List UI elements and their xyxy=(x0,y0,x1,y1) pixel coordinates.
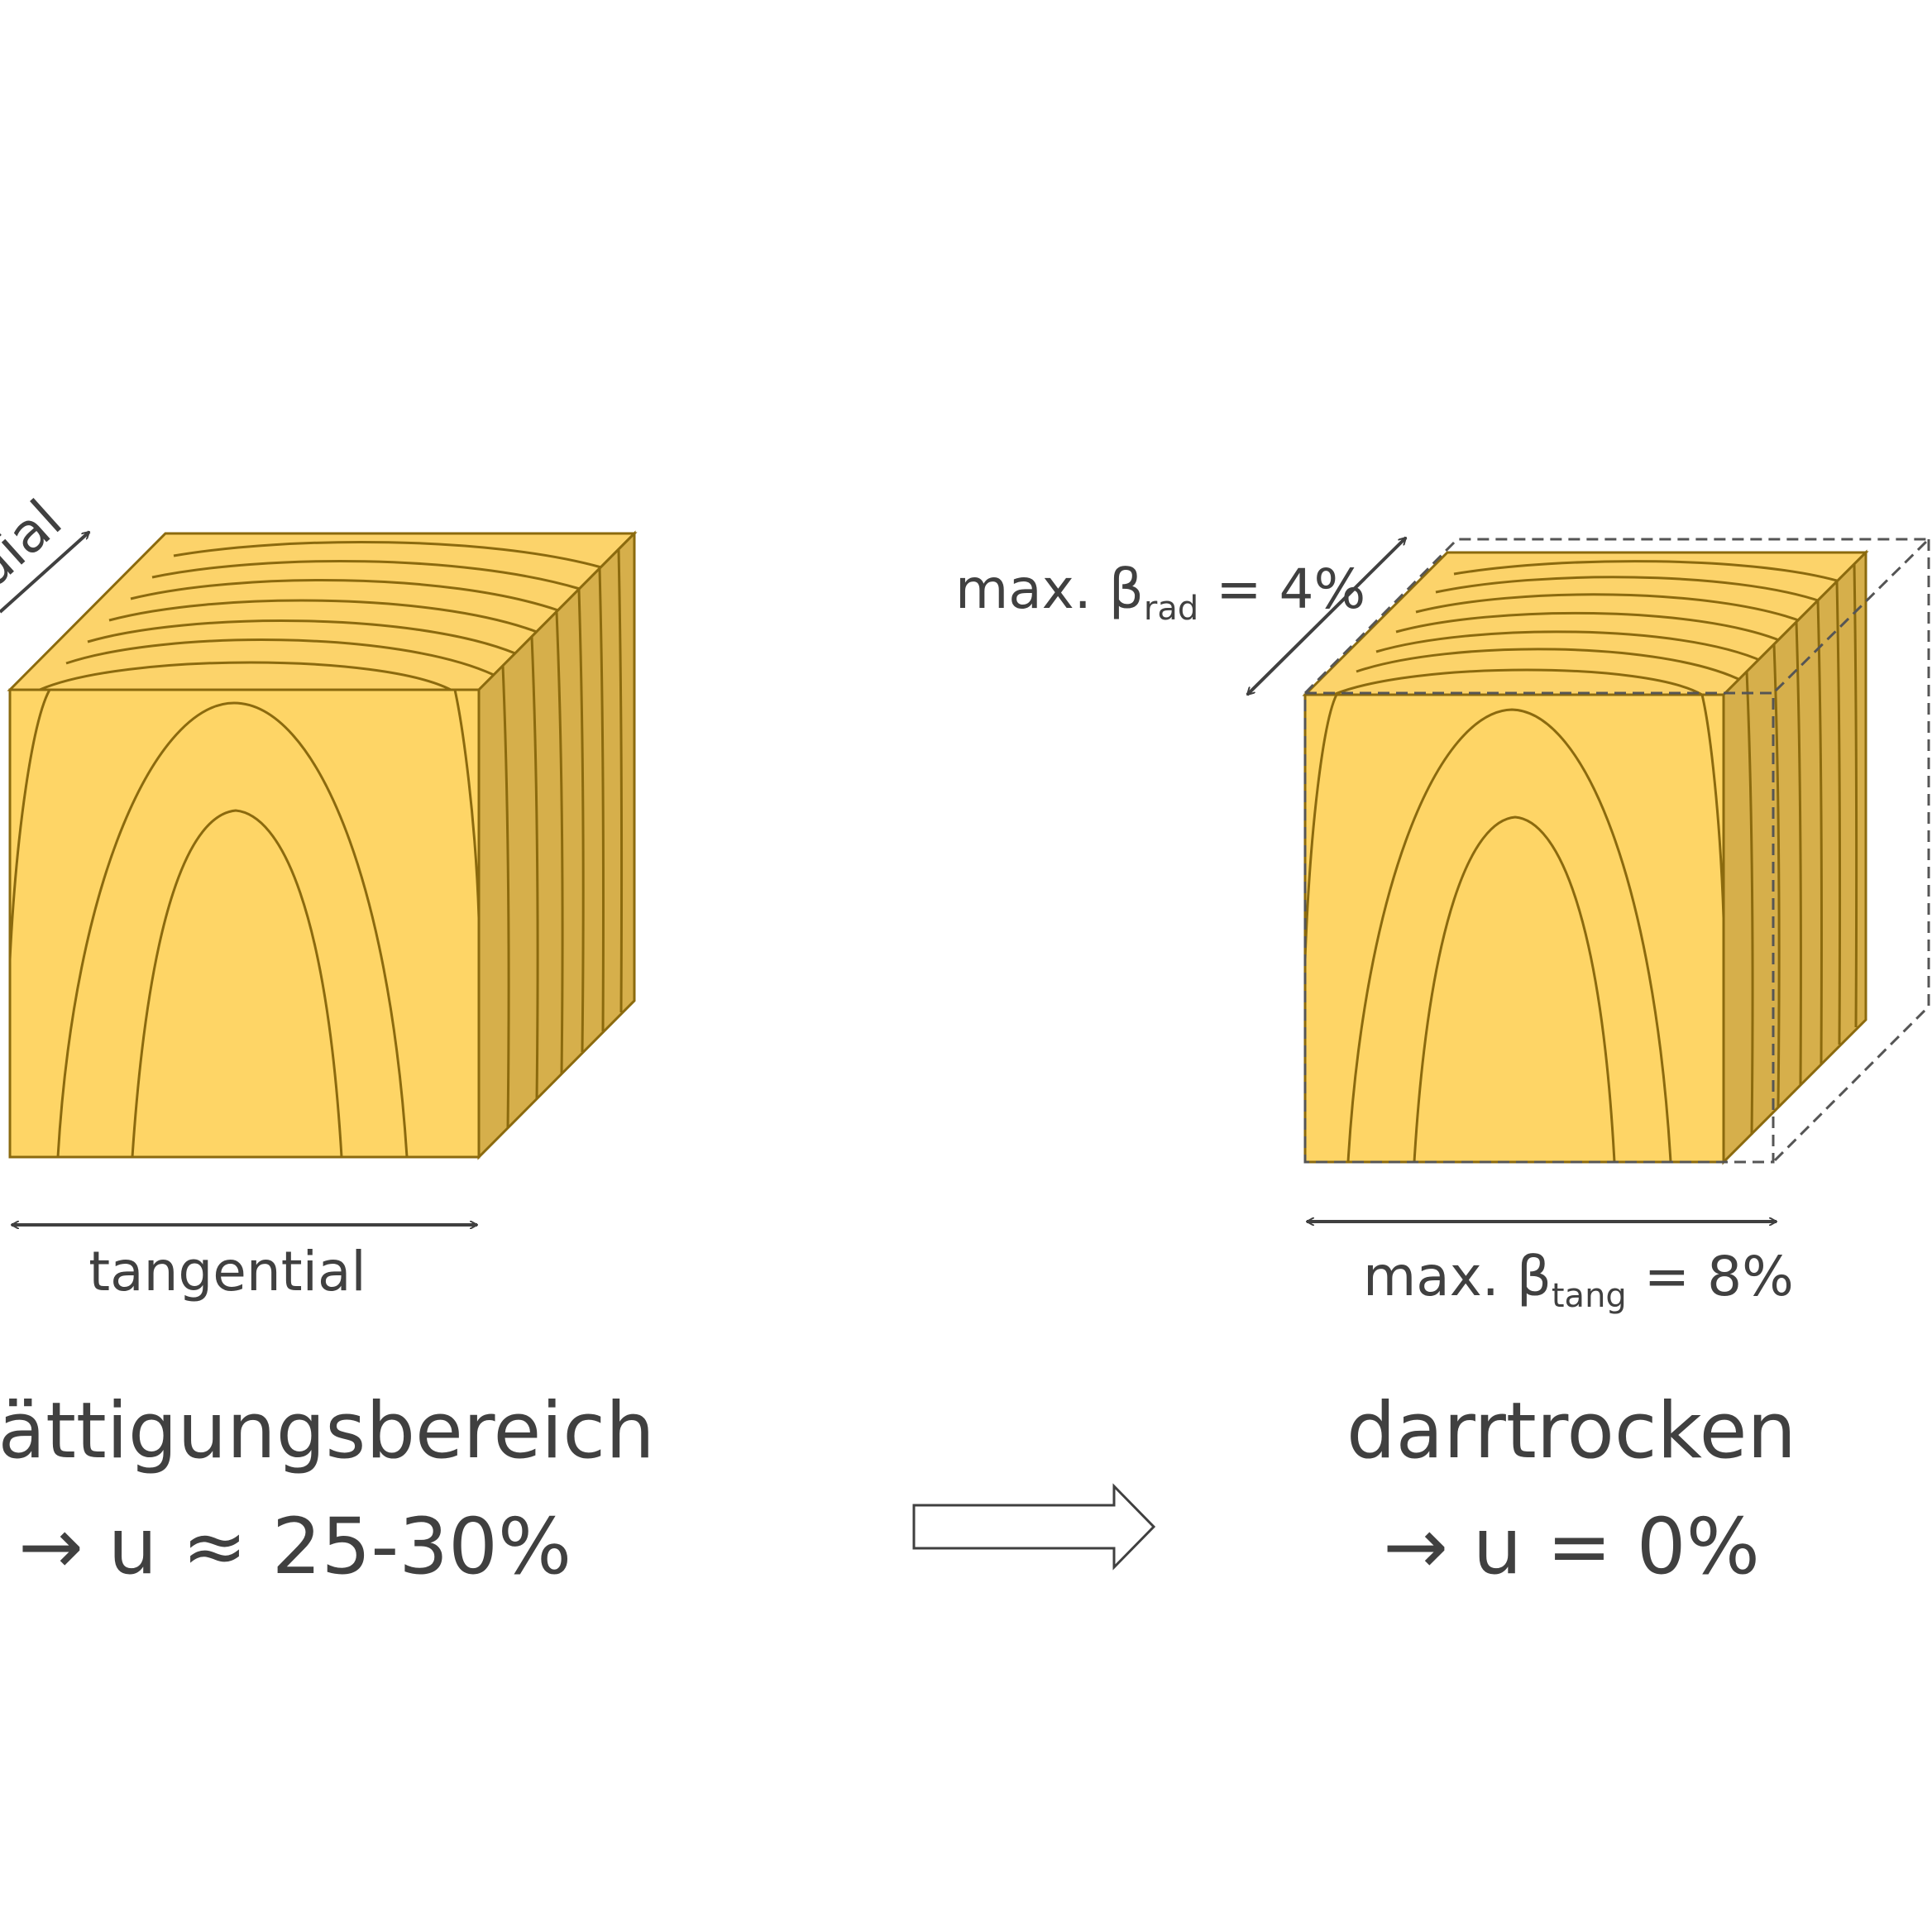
cube-front-face xyxy=(1303,693,1725,1164)
front-face-rings xyxy=(1303,694,1725,1163)
block-arrow-right-icon xyxy=(912,1483,1156,1571)
left-state-title: Fasersättigungsbereich xyxy=(0,1386,655,1476)
radial-arrow xyxy=(0,530,89,614)
radial-shrink-label: max. βrad = 4% xyxy=(955,557,1365,628)
wet-wood-cube xyxy=(7,530,638,1160)
top-face-rings xyxy=(39,540,602,691)
radial-label: radial xyxy=(0,488,74,638)
tangential-label: tangential xyxy=(88,1240,366,1303)
cube-front-face xyxy=(8,688,481,1159)
left-state-value: → u ≈ 25-30% xyxy=(18,1502,571,1592)
tangential-shrink-label: max. βtang = 8% xyxy=(1363,1245,1794,1315)
dry-wood-cube xyxy=(1302,549,1869,1165)
side-face-rings xyxy=(1745,563,1858,1136)
side-face-rings xyxy=(501,549,624,1129)
radial-shrink-arrow xyxy=(1247,538,1406,695)
original-size-outline xyxy=(1303,538,1932,1164)
right-state-title: darrtrocken xyxy=(1346,1386,1796,1476)
right-state-value: → u = 0% xyxy=(1383,1502,1760,1592)
front-face-rings xyxy=(8,689,481,1158)
